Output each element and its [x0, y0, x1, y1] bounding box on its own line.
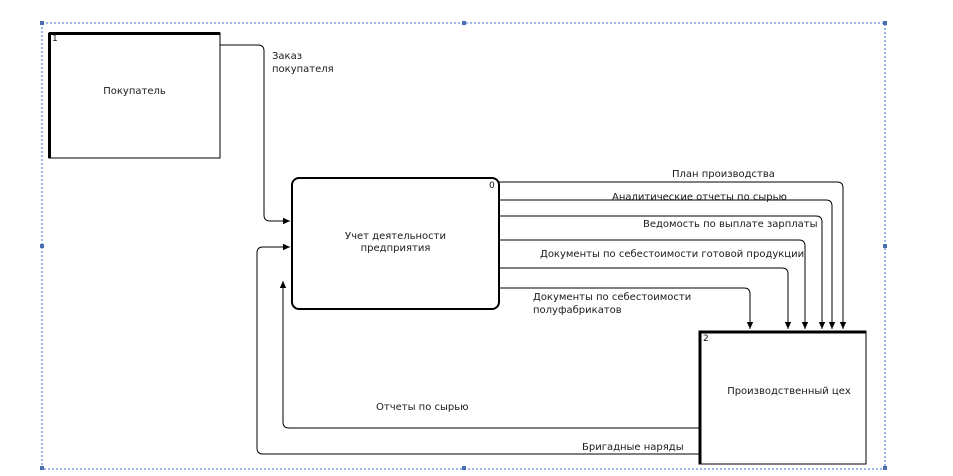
flow-label-docs-semi-2: полуфабрикатов [533, 305, 622, 316]
process-output-arrow[interactable] [499, 287, 754, 329]
docs-finished-arrow[interactable] [499, 239, 809, 329]
process-name-line2: предприятия [360, 243, 431, 254]
workshop-number: 2 [703, 334, 709, 344]
raw-reports-arrow[interactable] [279, 281, 699, 429]
flow-label-docs-semi-1: Документы по себестоимости [533, 292, 692, 303]
flow-label-analytic: Аналитические отчеты по сырью [612, 192, 787, 203]
process-box[interactable] [291, 177, 500, 310]
workshop-entity[interactable] [698, 330, 867, 465]
process-number: 0 [489, 181, 495, 191]
flow-label-order-1: Заказ [272, 51, 303, 62]
process-name-line1: Учет деятельности [345, 231, 446, 242]
workshop-name: Производственный цех [727, 386, 851, 397]
plan-arrow[interactable] [499, 181, 847, 329]
flow-label-order-2: покупателя [272, 64, 334, 75]
analytic-arrow[interactable] [499, 199, 836, 329]
buyer-name: Покупатель [103, 86, 166, 97]
flow-label-brigade: Бригадные наряды [582, 442, 684, 453]
flow-label-salary: Ведомость по выплате зарплаты [643, 219, 818, 230]
flow-label-plan: План производства [672, 169, 775, 180]
docs-semi-arrow[interactable] [499, 267, 792, 329]
buyer-number: 1 [52, 34, 58, 44]
order-arrow[interactable] [220, 44, 290, 225]
flow-label-docs-finished: Документы по себестоимости готовой проду… [540, 249, 805, 260]
salary-arrow[interactable] [499, 215, 826, 329]
selection-handles[interactable] [40, 21, 887, 470]
buyer-entity[interactable] [48, 32, 221, 159]
brigade-arrow[interactable] [256, 243, 699, 455]
flow-label-raw-reports: Отчеты по сырью [376, 402, 469, 413]
